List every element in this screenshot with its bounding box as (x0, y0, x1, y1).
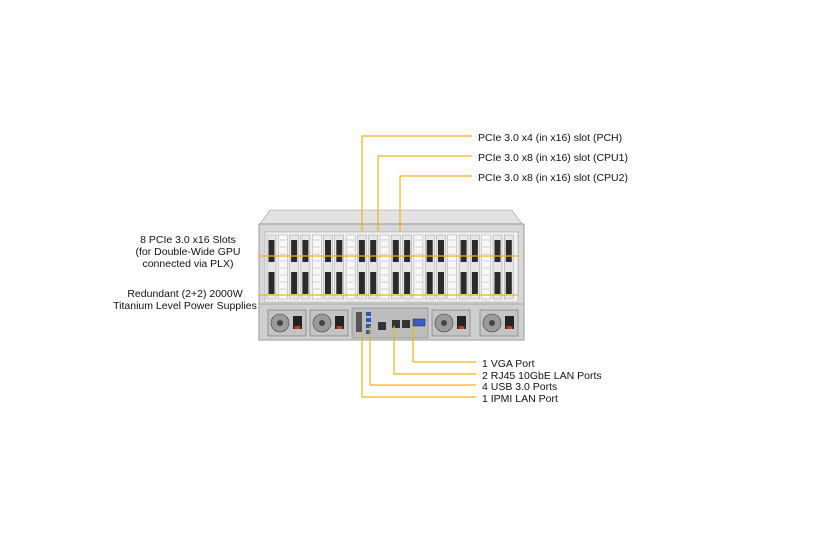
pcie-slot (300, 234, 311, 300)
pcie-slot (492, 234, 503, 300)
pcie-slot (379, 234, 390, 300)
callout-line (393, 326, 476, 375)
label-gpu-slots-line2: (for Double-Wide GPU (135, 246, 241, 258)
pcie-slot (278, 234, 288, 300)
label-pcie-pch: PCIe 3.0 x4 (in x16) slot (PCH) (478, 132, 623, 144)
ethernet-port-icon (392, 320, 400, 328)
power-plug-icon (457, 316, 466, 329)
label-lan-ports: 2 RJ45 10GbE LAN Ports (482, 370, 602, 382)
label-gpu-slots-line1: 8 PCIe 3.0 x16 Slots (140, 234, 236, 246)
callout-line (361, 332, 476, 398)
pcie-slot (470, 234, 480, 300)
label-pcie-cpu2: PCIe 3.0 x8 (in x16) slot (CPU2) (478, 172, 628, 184)
pcie-slot (425, 234, 435, 300)
callout-line (361, 135, 472, 232)
pcie-slot-group (266, 234, 514, 300)
callout-line (377, 155, 472, 232)
label-vga-port: 1 VGA Port (482, 358, 535, 370)
callout-line (399, 175, 472, 232)
label-gpu-slots-line3: connected via PLX) (142, 258, 234, 270)
callout-line (369, 326, 476, 386)
pcie-slot (323, 234, 333, 300)
power-supply-group (267, 309, 519, 337)
label-usb-ports: 4 USB 3.0 Ports (482, 381, 558, 393)
power-plug-icon (293, 316, 302, 329)
pcie-slot (289, 234, 299, 300)
power-supply (267, 309, 307, 337)
vga-port-icon (412, 318, 426, 327)
pcie-slot (391, 234, 401, 300)
power-supply (479, 309, 519, 337)
usb-port-icon (366, 318, 371, 322)
pcie-slot (312, 234, 322, 300)
usb-port-icon (366, 330, 371, 334)
power-plug-icon (335, 316, 344, 329)
pcie-slot (436, 234, 446, 300)
pcie-slot (504, 234, 514, 300)
callout-lines (260, 135, 518, 398)
pcie-slot (458, 234, 469, 300)
pcie-slot (345, 234, 356, 300)
io-panel (351, 307, 429, 339)
usb-port-icon (366, 324, 371, 328)
label-pcie-cpu1: PCIe 3.0 x8 (in x16) slot (CPU1) (478, 152, 628, 164)
pcie-slot (481, 234, 491, 300)
pcie-slot (266, 234, 277, 300)
label-psu-line1: Redundant (2+2) 2000W (127, 288, 243, 300)
pcie-slot (334, 234, 344, 300)
chassis-top (259, 209, 523, 225)
label-ipmi-port: 1 IPMI LAN Port (482, 393, 558, 405)
pcie-slot (368, 234, 378, 300)
pcie-slot (447, 234, 457, 300)
label-psu-line2: Titanium Level Power Supplies (113, 300, 257, 312)
callout-line (412, 326, 476, 363)
ethernet-port-icon (402, 320, 410, 328)
usb-port-icon (366, 312, 371, 316)
ethernet-port-icon (378, 322, 386, 330)
power-plug-icon (505, 316, 514, 329)
pcie-slot (357, 234, 367, 300)
pcie-slot (413, 234, 424, 300)
label-power-supplies: Redundant (2+2) 2000W Titanium Level Pow… (110, 288, 260, 312)
label-gpu-slots: 8 PCIe 3.0 x16 Slots (for Double-Wide GP… (118, 234, 258, 270)
pcie-slot (402, 234, 412, 300)
power-supply (309, 309, 349, 337)
power-supply (431, 309, 471, 337)
